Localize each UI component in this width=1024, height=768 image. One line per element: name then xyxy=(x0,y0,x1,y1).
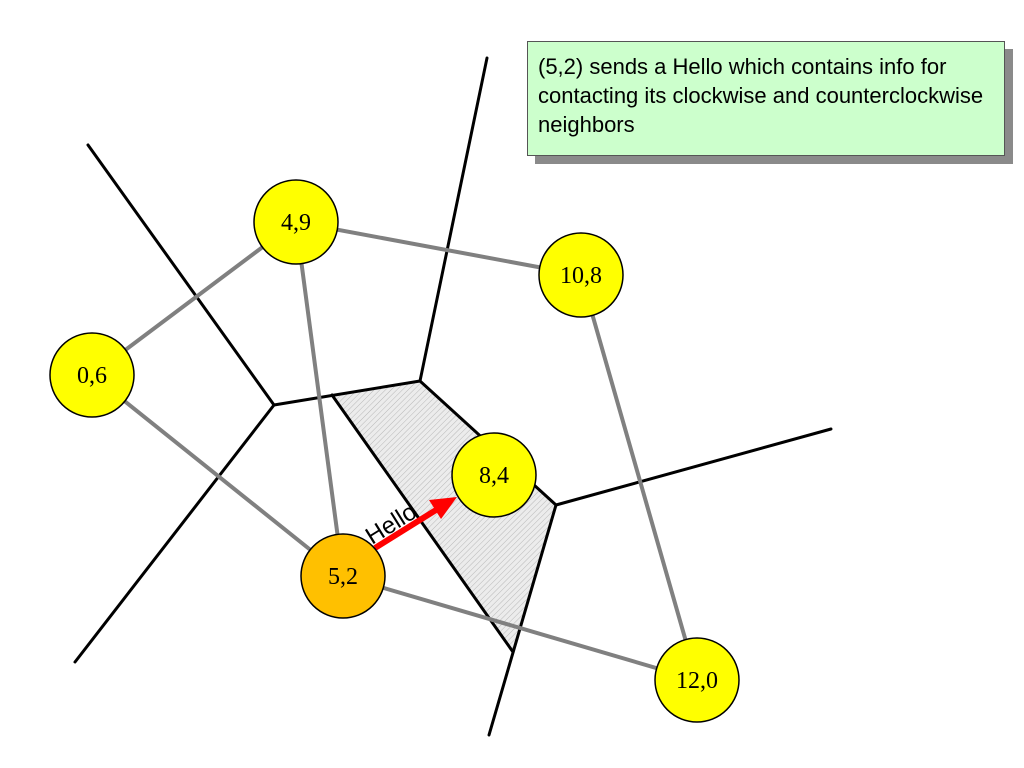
node-4-9: 4,9 xyxy=(253,179,339,265)
node-label: 8,4 xyxy=(479,463,509,489)
node-0-6: 0,6 xyxy=(49,332,135,418)
node-label: 4,9 xyxy=(281,210,311,236)
zone-8-4-shaded xyxy=(332,381,556,652)
explanation-note: (5,2) sends a Hello which contains info … xyxy=(527,41,1005,156)
node-circle xyxy=(300,533,386,619)
node-label: 5,2 xyxy=(328,564,358,590)
node-circle xyxy=(538,232,624,318)
zone-boundary xyxy=(554,427,833,507)
hello-arrow-head xyxy=(429,497,457,519)
node-circle xyxy=(654,637,740,723)
node-circle xyxy=(253,179,339,265)
zone-boundary xyxy=(487,503,558,737)
zone-boundary xyxy=(330,393,515,654)
explanation-note-text: (5,2) sends a Hello which contains info … xyxy=(538,54,984,137)
zone-boundary xyxy=(272,379,422,407)
node-circle xyxy=(451,432,537,518)
node-label: 12,0 xyxy=(676,668,718,694)
neighbor-edge-4-9-to-5-2 xyxy=(294,220,345,578)
neighbor-edge-4-9-to-10-8 xyxy=(294,220,583,277)
zone-boundary xyxy=(73,403,276,664)
zone-boundary xyxy=(86,143,276,407)
zone-boundary xyxy=(418,56,489,383)
neighbor-edge-0-6-to-5-2 xyxy=(90,373,345,578)
node-label: 0,6 xyxy=(77,363,107,389)
neighbor-edge-5-2-to-12-0 xyxy=(341,574,699,682)
zone-boundaries xyxy=(73,56,833,737)
node-5-2: 5,2 xyxy=(300,533,386,619)
node-12-0: 12,0 xyxy=(654,637,740,723)
node-8-4: 8,4 xyxy=(451,432,537,518)
node-circle xyxy=(49,332,135,418)
nodes: 4,9 10,8 0,6 8,4 5,2 12,0 xyxy=(49,179,740,723)
neighbor-edge-10-8-to-12-0 xyxy=(579,273,699,682)
node-10-8: 10,8 xyxy=(538,232,624,318)
node-label: 10,8 xyxy=(560,263,602,289)
hello-arrow-shaft xyxy=(373,507,438,551)
